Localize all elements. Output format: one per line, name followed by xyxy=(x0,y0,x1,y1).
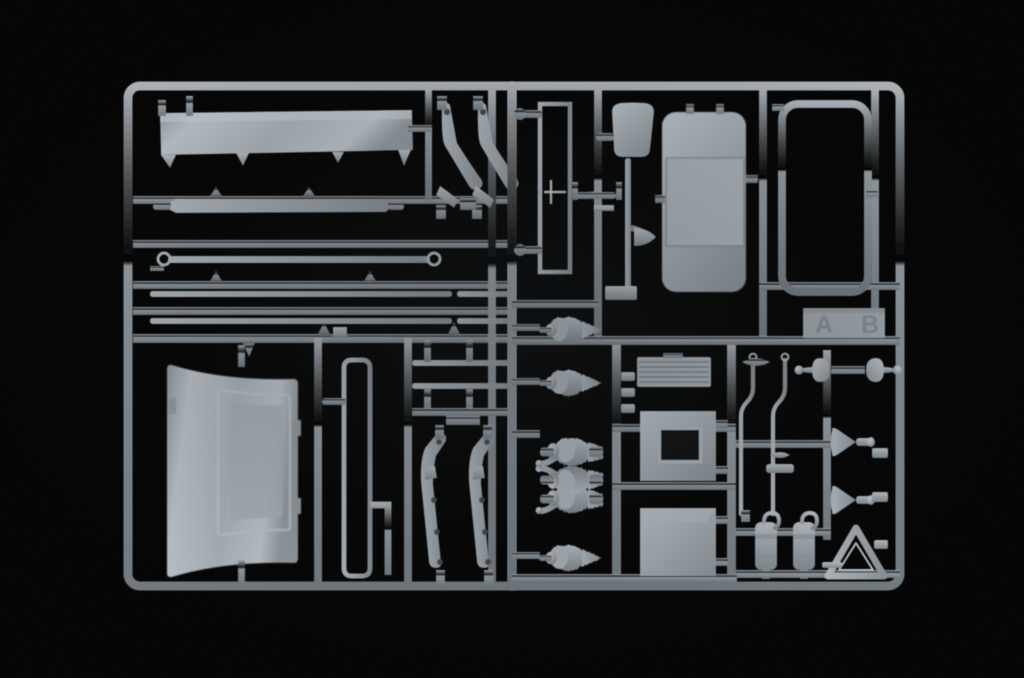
photo-backdrop: A B xyxy=(0,0,1024,678)
sprue-tree: A B xyxy=(0,0,1024,678)
photo-grain xyxy=(0,0,1024,678)
